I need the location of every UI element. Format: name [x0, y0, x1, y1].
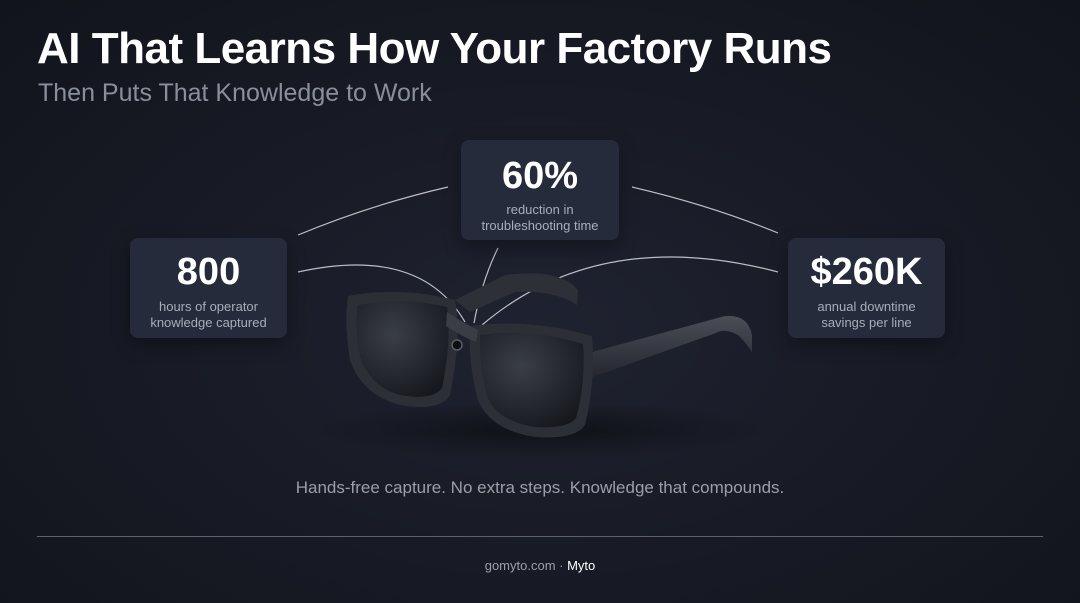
- footer-site: gomyto.com: [484, 558, 556, 573]
- left-lens: [356, 300, 449, 397]
- connector-line: [631, 186, 779, 234]
- stat-card-knowledge-hours: 800 hours of operator knowledge captured: [130, 238, 287, 338]
- stat-description: annual downtime savings per line: [817, 299, 916, 330]
- stat-value: $260K: [810, 251, 923, 293]
- page-subtitle: Then Puts That Knowledge to Work: [38, 79, 432, 107]
- stat-card-downtime-savings: $260K annual downtime savings per line: [788, 238, 945, 338]
- footer-separator: ·: [555, 558, 568, 573]
- camera-icon: [451, 339, 463, 351]
- right-lens: [479, 332, 584, 428]
- connector-line: [297, 186, 449, 236]
- connector-line: [473, 247, 499, 324]
- connector-line: [481, 256, 779, 326]
- stat-card-troubleshooting: 60% reduction in troubleshooting time: [461, 140, 619, 240]
- footer-divider: [37, 536, 1043, 537]
- footer: gomyto.com · Myto: [0, 558, 1080, 573]
- far-temple-arm: [455, 273, 578, 312]
- stat-description: reduction in troubleshooting time: [481, 202, 599, 233]
- stat-value: 60%: [501, 155, 579, 197]
- tagline: Hands-free capture. No extra steps. Know…: [295, 478, 785, 497]
- footer-brand: Myto: [567, 558, 596, 573]
- near-temple-arm: [570, 315, 752, 378]
- page-title: AI That Learns How Your Factory Runs: [37, 24, 832, 73]
- stat-value: 800: [176, 251, 241, 293]
- glasses-bridge: [446, 312, 478, 342]
- stat-description: hours of operator knowledge captured: [150, 299, 267, 330]
